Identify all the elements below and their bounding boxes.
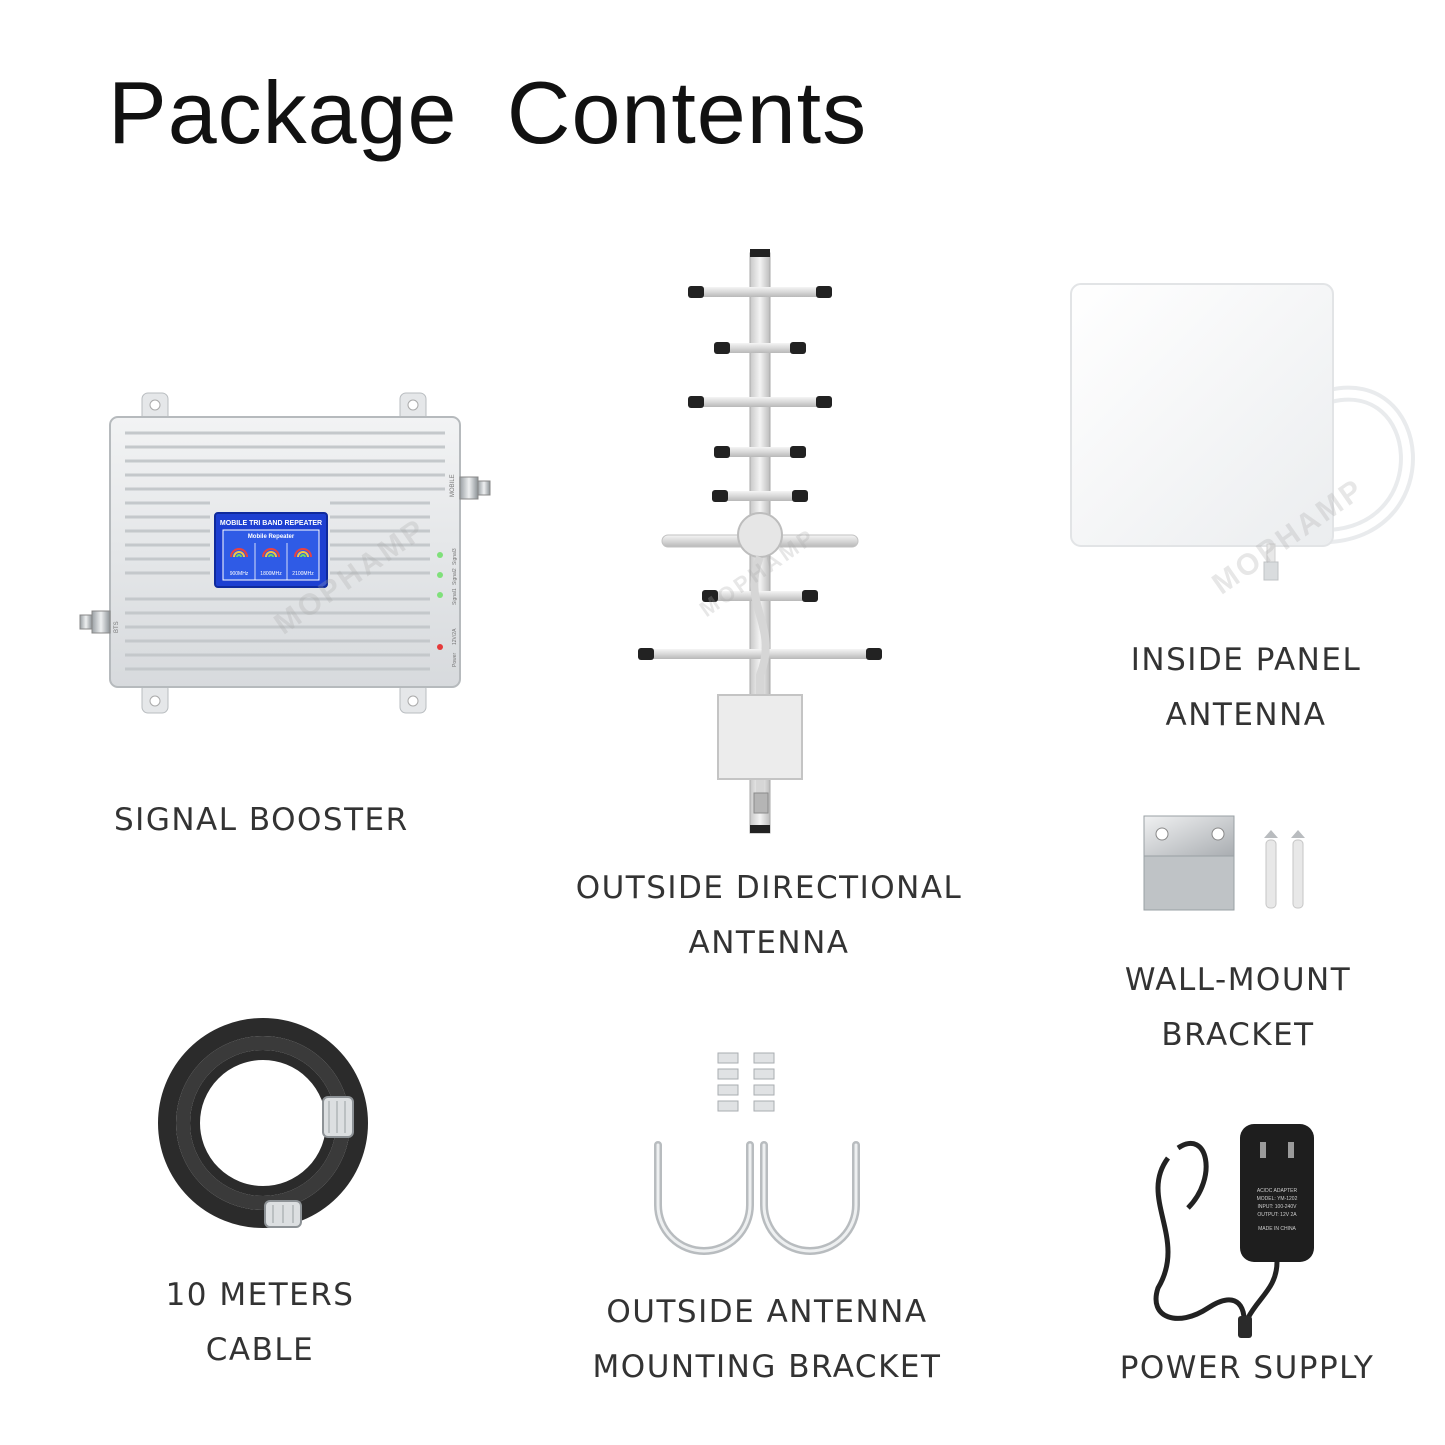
led-label-signal1: Signal1	[452, 588, 458, 605]
port-label-bts: BTS	[114, 621, 120, 633]
adapter-text-4: OUTPUT: 12V 2A	[1257, 1212, 1297, 1218]
mounting-bracket-image	[654, 1052, 860, 1255]
label-outside-antenna: OUTSIDE DIRECTIONAL ANTENNA	[571, 861, 967, 971]
adapter-text-3: INPUT: 100-240V	[1258, 1204, 1298, 1210]
band-label-3: 2100MHz	[292, 571, 314, 577]
label-wall-bracket-line2: BRACKET	[1161, 1017, 1315, 1053]
label-cable-line2: CABLE	[205, 1332, 315, 1368]
mobile-port-connector	[459, 476, 491, 500]
label-inside-antenna: INSIDE PANEL ANTENNA	[1126, 633, 1366, 743]
label-wall-bracket-line1: WALL-MOUNT	[1124, 962, 1352, 998]
power-adapter-image: AC/DC ADAPTER MODEL: YM-1202 INPUT: 100-…	[1153, 1124, 1314, 1338]
label-mounting-bracket: OUTSIDE ANTENNA MOUNTING BRACKET	[582, 1285, 952, 1395]
booster-display-subheader: Mobile Repeater	[248, 534, 295, 540]
adapter-text-5: MADE IN CHINA	[1258, 1226, 1296, 1232]
label-wall-bracket: WALL-MOUNT BRACKET	[1113, 953, 1363, 1063]
wall-bracket-image	[1143, 815, 1305, 911]
port-label-power: Power	[452, 652, 458, 667]
yagi-antenna-image	[638, 249, 882, 834]
booster-fins	[125, 431, 445, 671]
signal-bars-icon	[230, 548, 312, 558]
wing-nut-icon	[717, 1052, 775, 1112]
band-label-2: 1800MHz	[260, 571, 282, 577]
label-mounting-bracket-line1: OUTSIDE ANTENNA	[606, 1294, 928, 1330]
label-cable-line1: 10 METERS	[165, 1277, 355, 1313]
cable-connector-bottom	[264, 1200, 302, 1228]
led-label-signal2: Signal2	[452, 568, 458, 585]
adapter-text-1: AC/DC ADAPTER	[1257, 1188, 1298, 1194]
label-mounting-bracket-line2: MOUNTING BRACKET	[592, 1349, 942, 1385]
label-inside-antenna-line1: INSIDE PANEL	[1130, 642, 1362, 678]
label-cable: 10 METERS CABLE	[160, 1268, 360, 1378]
port-label-dc: 12V/2A	[452, 628, 458, 645]
panel-antenna-image	[1070, 283, 1415, 581]
label-power-supply-line1: POWER SUPPLY	[1119, 1350, 1375, 1386]
page-title: Package Contents	[108, 63, 868, 162]
yagi-elements	[638, 286, 882, 660]
booster-display-header: MOBILE TRI BAND REPEATER	[220, 520, 322, 527]
band-label-1: 900MHz	[230, 571, 249, 577]
label-signal-booster: SIGNAL BOOSTER	[114, 793, 409, 848]
adapter-text-2: MODEL: YM-1202	[1257, 1196, 1298, 1202]
u-bolt-icon	[654, 1141, 860, 1255]
screw-anchor-icon	[1264, 830, 1305, 909]
signal-booster-image: MOBILE TRI BAND REPEATER Mobile Repeater…	[79, 392, 491, 714]
label-outside-antenna-line1: OUTSIDE DIRECTIONAL	[575, 870, 963, 906]
led-label-signal3: Signal3	[452, 548, 458, 565]
bts-port-connector	[79, 610, 111, 634]
label-signal-booster-line1: SIGNAL BOOSTER	[114, 802, 409, 838]
cable-connector-top	[322, 1096, 354, 1138]
label-outside-antenna-line2: ANTENNA	[688, 925, 850, 961]
label-power-supply: POWER SUPPLY	[1113, 1341, 1381, 1396]
label-inside-antenna-line2: ANTENNA	[1165, 697, 1327, 733]
port-label-mobile: MOBILE	[450, 474, 456, 497]
status-leds	[437, 552, 443, 650]
coax-cable-image	[158, 1018, 368, 1228]
